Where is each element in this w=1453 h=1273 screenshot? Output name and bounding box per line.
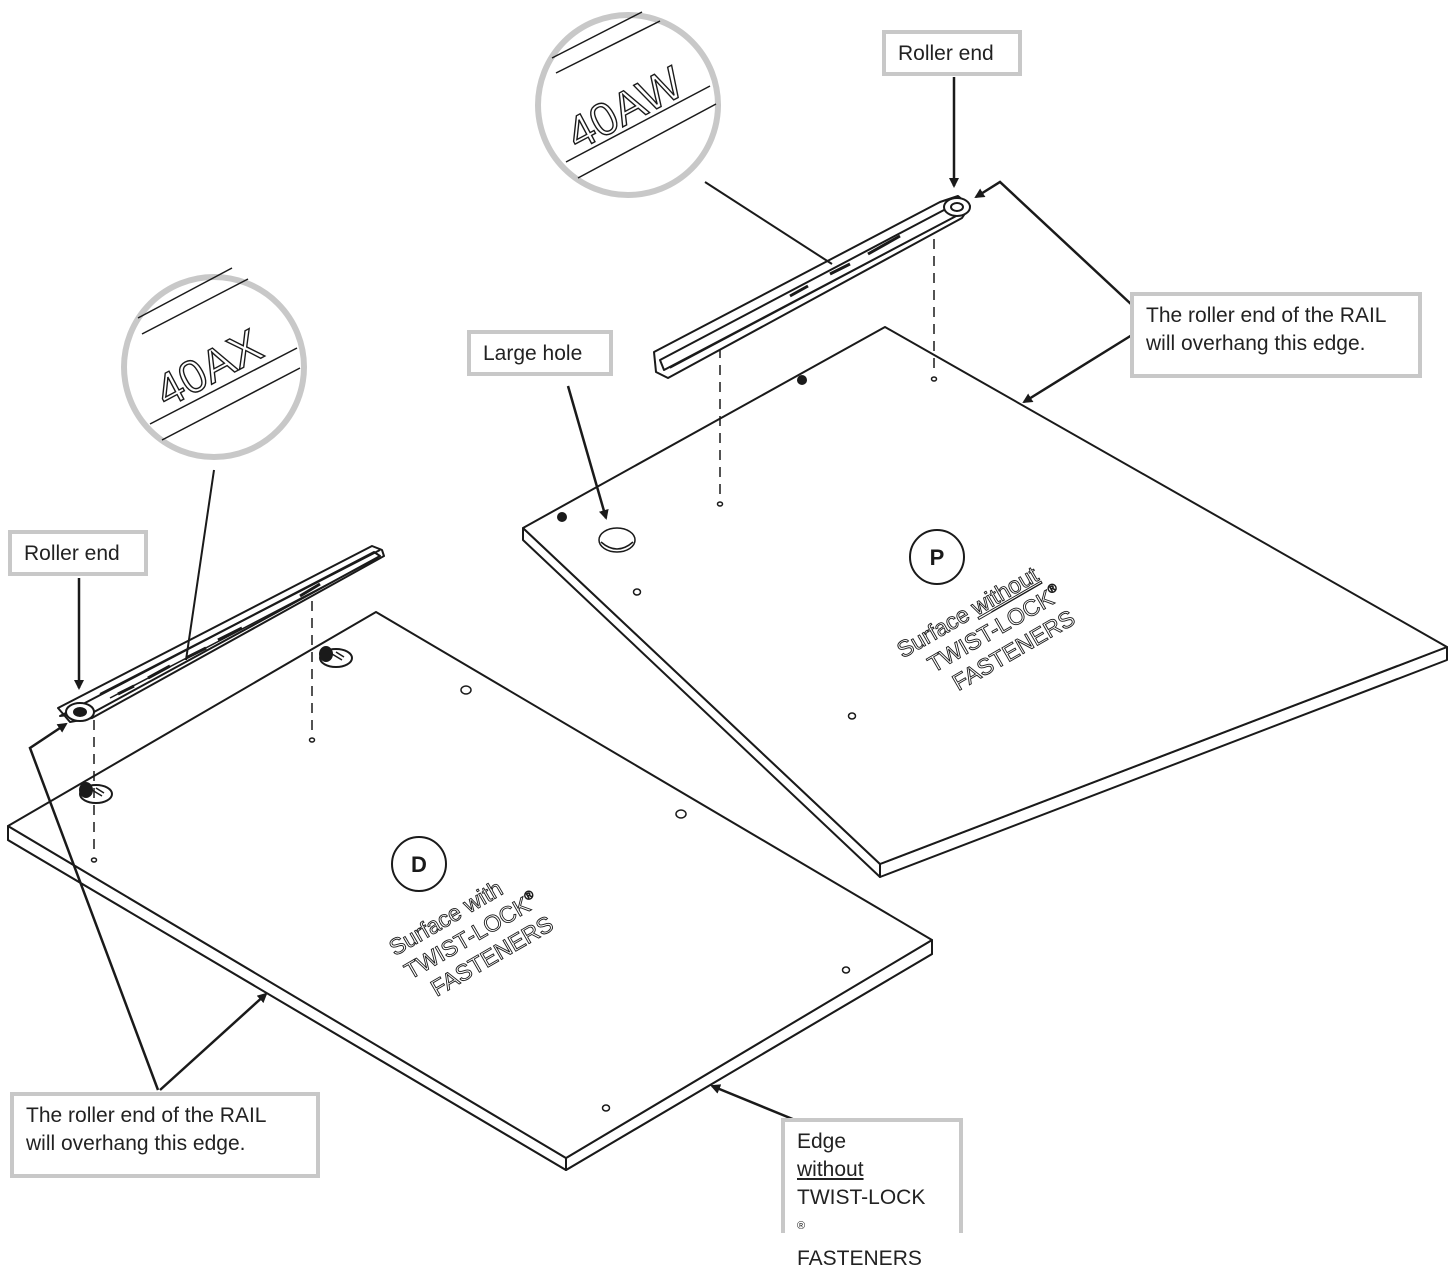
zoom-leaders xyxy=(185,181,833,661)
callout-edge-without-underlined: without xyxy=(797,1158,864,1181)
panel-p-holes xyxy=(598,376,938,720)
hole xyxy=(716,501,724,507)
twist-lock-fastener xyxy=(319,646,353,668)
drill-guide-lines xyxy=(93,584,313,856)
hole xyxy=(930,376,938,382)
callout-overhang-right-line2: will overhang this edge. xyxy=(1146,332,1366,355)
hole xyxy=(841,966,851,974)
callout-overhang-right: The roller end of the RAIL will overhang… xyxy=(1130,292,1422,378)
hole xyxy=(460,685,472,695)
callout-edge-without: Edge without TWIST-LOCK ® FASTENERS xyxy=(781,1118,963,1270)
callout-roller-end-right: Roller end xyxy=(882,30,1022,76)
panel-p xyxy=(522,326,1448,878)
panel-p-pins xyxy=(557,375,807,522)
hole xyxy=(675,809,687,819)
hole xyxy=(632,588,642,596)
callout-roller-end-left: Roller end xyxy=(8,530,148,576)
panel-p-letter: P xyxy=(930,545,945,570)
callout-overhang-left-line2: will overhang this edge. xyxy=(26,1132,246,1155)
callout-edge-without-line1: Edge xyxy=(797,1130,847,1153)
panel-d-holes xyxy=(90,685,851,1112)
rail-right xyxy=(653,195,971,379)
drill-guide-lines xyxy=(719,222,935,500)
callout-roller-end-right-text: Roller end xyxy=(898,42,994,65)
hole xyxy=(847,712,857,720)
hole xyxy=(601,1104,611,1112)
callout-overhang-right-line1: The roller end of the RAIL xyxy=(1146,304,1387,327)
panel-p-top-face xyxy=(522,326,1448,865)
panel-d-letter: D xyxy=(411,852,427,877)
callout-arrows xyxy=(28,77,1133,1122)
assembly-diagram: 40AX 40AW D Surfa xyxy=(7,11,1448,1171)
rail-left xyxy=(57,545,385,723)
twist-lock-fastener xyxy=(79,782,113,804)
callout-edge-without-reg: ® xyxy=(797,1220,806,1232)
callout-overhang-left-line1: The roller end of the RAIL xyxy=(26,1104,267,1127)
callout-overhang-left: The roller end of the RAIL will overhang… xyxy=(10,1092,320,1178)
hole xyxy=(308,737,316,743)
panel-d xyxy=(7,611,933,1171)
callout-edge-without-line2: TWIST-LOCK xyxy=(797,1186,926,1209)
callout-large-hole: Large hole xyxy=(467,330,613,376)
panel-d-top-face xyxy=(7,611,933,1159)
callout-edge-without-line3: FASTENERS xyxy=(797,1247,922,1270)
callout-roller-end-left-text: Roller end xyxy=(24,542,120,565)
zoom-circle-right: 40AW xyxy=(535,11,721,198)
zoom-circle-left: 40AX xyxy=(121,267,307,460)
hole xyxy=(90,857,98,863)
callout-large-hole-text: Large hole xyxy=(483,342,583,365)
